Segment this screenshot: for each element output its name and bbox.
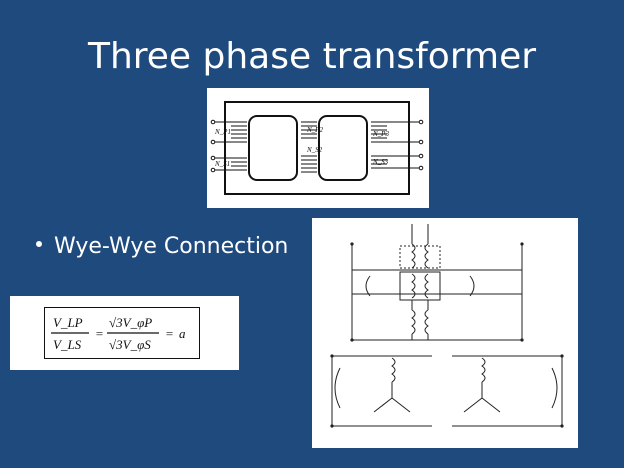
wiring-diagram-svg	[330, 224, 564, 428]
core-diagram-svg: N_P1 N_S1 N_P2 N_S2 N_P3 N_S3	[210, 101, 424, 195]
bullet-text: Wye-Wye Connection	[54, 234, 289, 259]
label-ns1: N_S1	[214, 160, 230, 168]
bullet-dot-icon	[36, 241, 42, 247]
label-np2: N_P2	[306, 126, 323, 134]
label-np3: N_P3	[372, 130, 389, 138]
eq-result: a	[179, 326, 186, 341]
slide-title: Three phase transformer	[87, 36, 537, 77]
eq-rhs-numerator: √3V_φP	[109, 315, 152, 330]
label-ns3: N_S3	[372, 158, 389, 166]
label-ns2: N_S2	[306, 146, 323, 154]
eq-equals-2: =	[165, 326, 174, 341]
wye-wye-wiring-diagram	[312, 218, 578, 448]
eq-lhs-numerator: V_LP	[53, 315, 83, 330]
eq-equals-1: =	[95, 326, 104, 341]
transformer-core-diagram: N_P1 N_S1 N_P2 N_S2 N_P3 N_S3	[207, 88, 429, 208]
bullet-item: Wye-Wye Connection	[36, 234, 288, 259]
eq-lhs-denominator: V_LS	[53, 337, 82, 352]
equation-box: V_LP V_LS = √3V_φP √3V_φS = a	[44, 307, 200, 359]
label-np1: N_P1	[214, 128, 231, 136]
ratio-equation-panel: V_LP V_LS = √3V_φP √3V_φS = a	[10, 296, 239, 370]
equation-svg: V_LP V_LS = √3V_φP √3V_φS = a	[51, 315, 186, 352]
eq-rhs-denominator: √3V_φS	[109, 337, 151, 352]
